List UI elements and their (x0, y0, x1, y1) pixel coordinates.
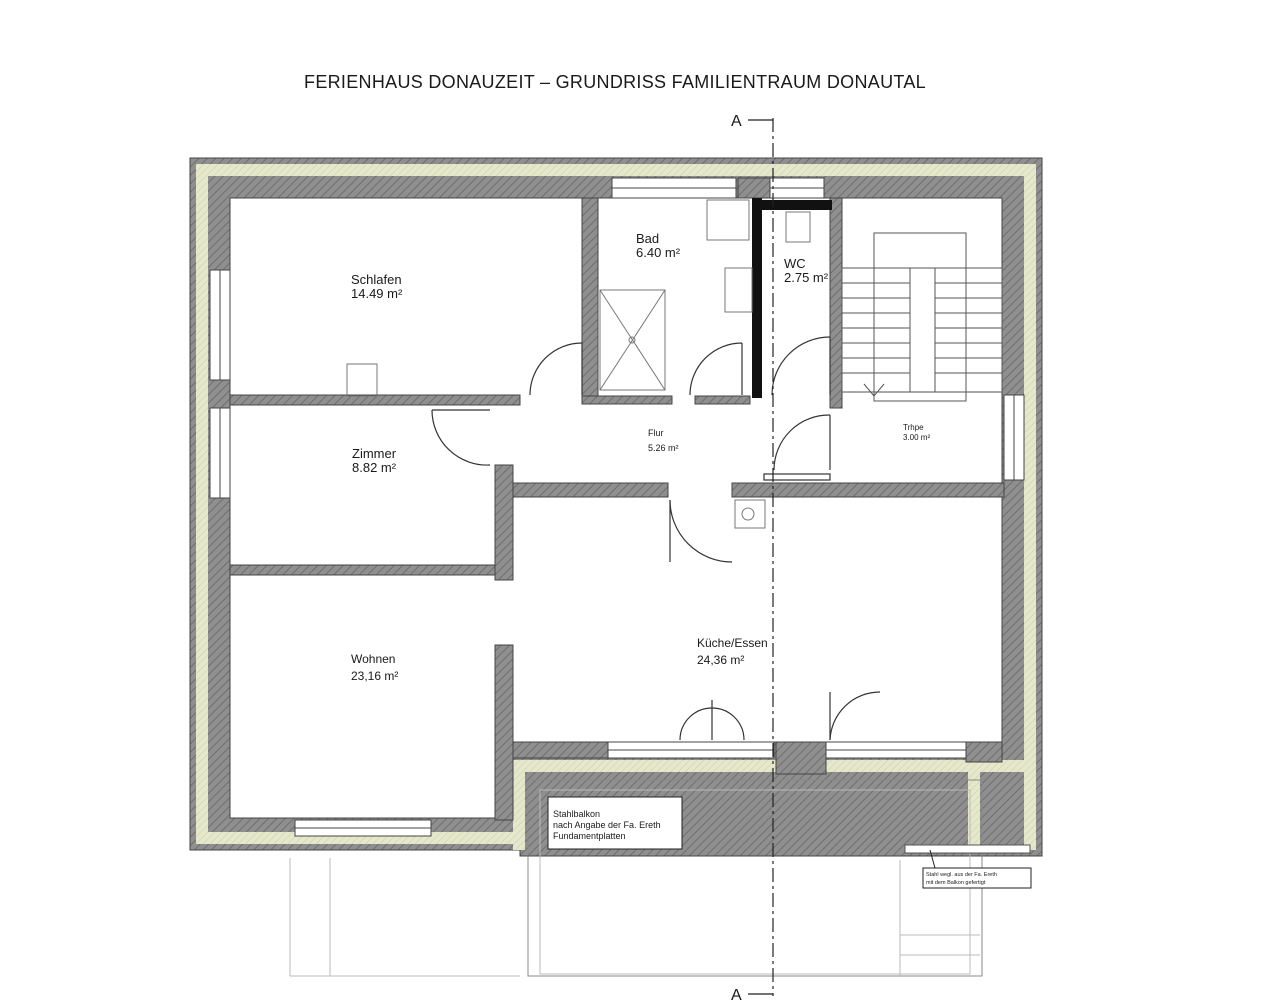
room-name-bad: Bad (636, 231, 659, 246)
plan-title: FERIENHAUS DONAUZEIT – GRUNDRISS FAMILIE… (304, 72, 926, 92)
room-area-bad: 6.40 m² (636, 245, 681, 260)
balcony-note-line1: Stahlbalkon (553, 809, 600, 819)
balcony (289, 779, 1031, 977)
sanitary-fixtures (346, 199, 811, 529)
room-area-treppe: 3.00 m² (903, 433, 930, 442)
room-name-wohnen: Wohnen (351, 652, 395, 666)
section-line: A A (731, 113, 774, 1004)
room-area-schlafen: 14.49 m² (351, 286, 403, 301)
room-name-zimmer: Zimmer (352, 446, 397, 461)
stairs-note-line1: Stahl wegl. aus der Fa. Ereth (926, 872, 997, 878)
wc-partition (752, 198, 832, 398)
outer-walls (189, 157, 1043, 857)
room-name-flur: Flur (648, 428, 664, 438)
room-area-zimmer: 8.82 m² (352, 460, 397, 475)
stairs-note: Stahl wegl. aus der Fa. Ereth mit dem Ba… (922, 849, 1032, 889)
room-name-schlafen: Schlafen (351, 272, 402, 287)
stairs-note-line2: mit dem Balkon gefertigt (926, 880, 986, 886)
balcony-note-line3: Fundamentplatten (553, 831, 626, 841)
room-area-wohnen: 23,16 m² (351, 669, 398, 683)
door-swings (431, 336, 881, 741)
room-labels: Schlafen 14.49 m² Bad 6.40 m² WC 2.75 m²… (351, 231, 930, 683)
room-name-kueche: Küche/Essen (697, 636, 768, 650)
balcony-note: Stahlbalkon nach Angabe der Fa. Ereth Fu… (547, 796, 683, 850)
interior-walls (229, 177, 1005, 821)
room-area-flur: 5.26 m² (648, 443, 679, 453)
room-area-kueche: 24,36 m² (697, 653, 744, 667)
section-label-bottom: A (731, 987, 742, 1004)
section-label-top: A (731, 113, 742, 130)
room-name-wc: WC (784, 256, 806, 271)
room-area-wc: 2.75 m² (784, 270, 829, 285)
windows (209, 177, 1025, 837)
staircase (841, 232, 1003, 402)
room-name-treppe: Trhpe (903, 423, 924, 432)
balcony-note-line2: nach Angabe der Fa. Ereth (553, 820, 661, 830)
